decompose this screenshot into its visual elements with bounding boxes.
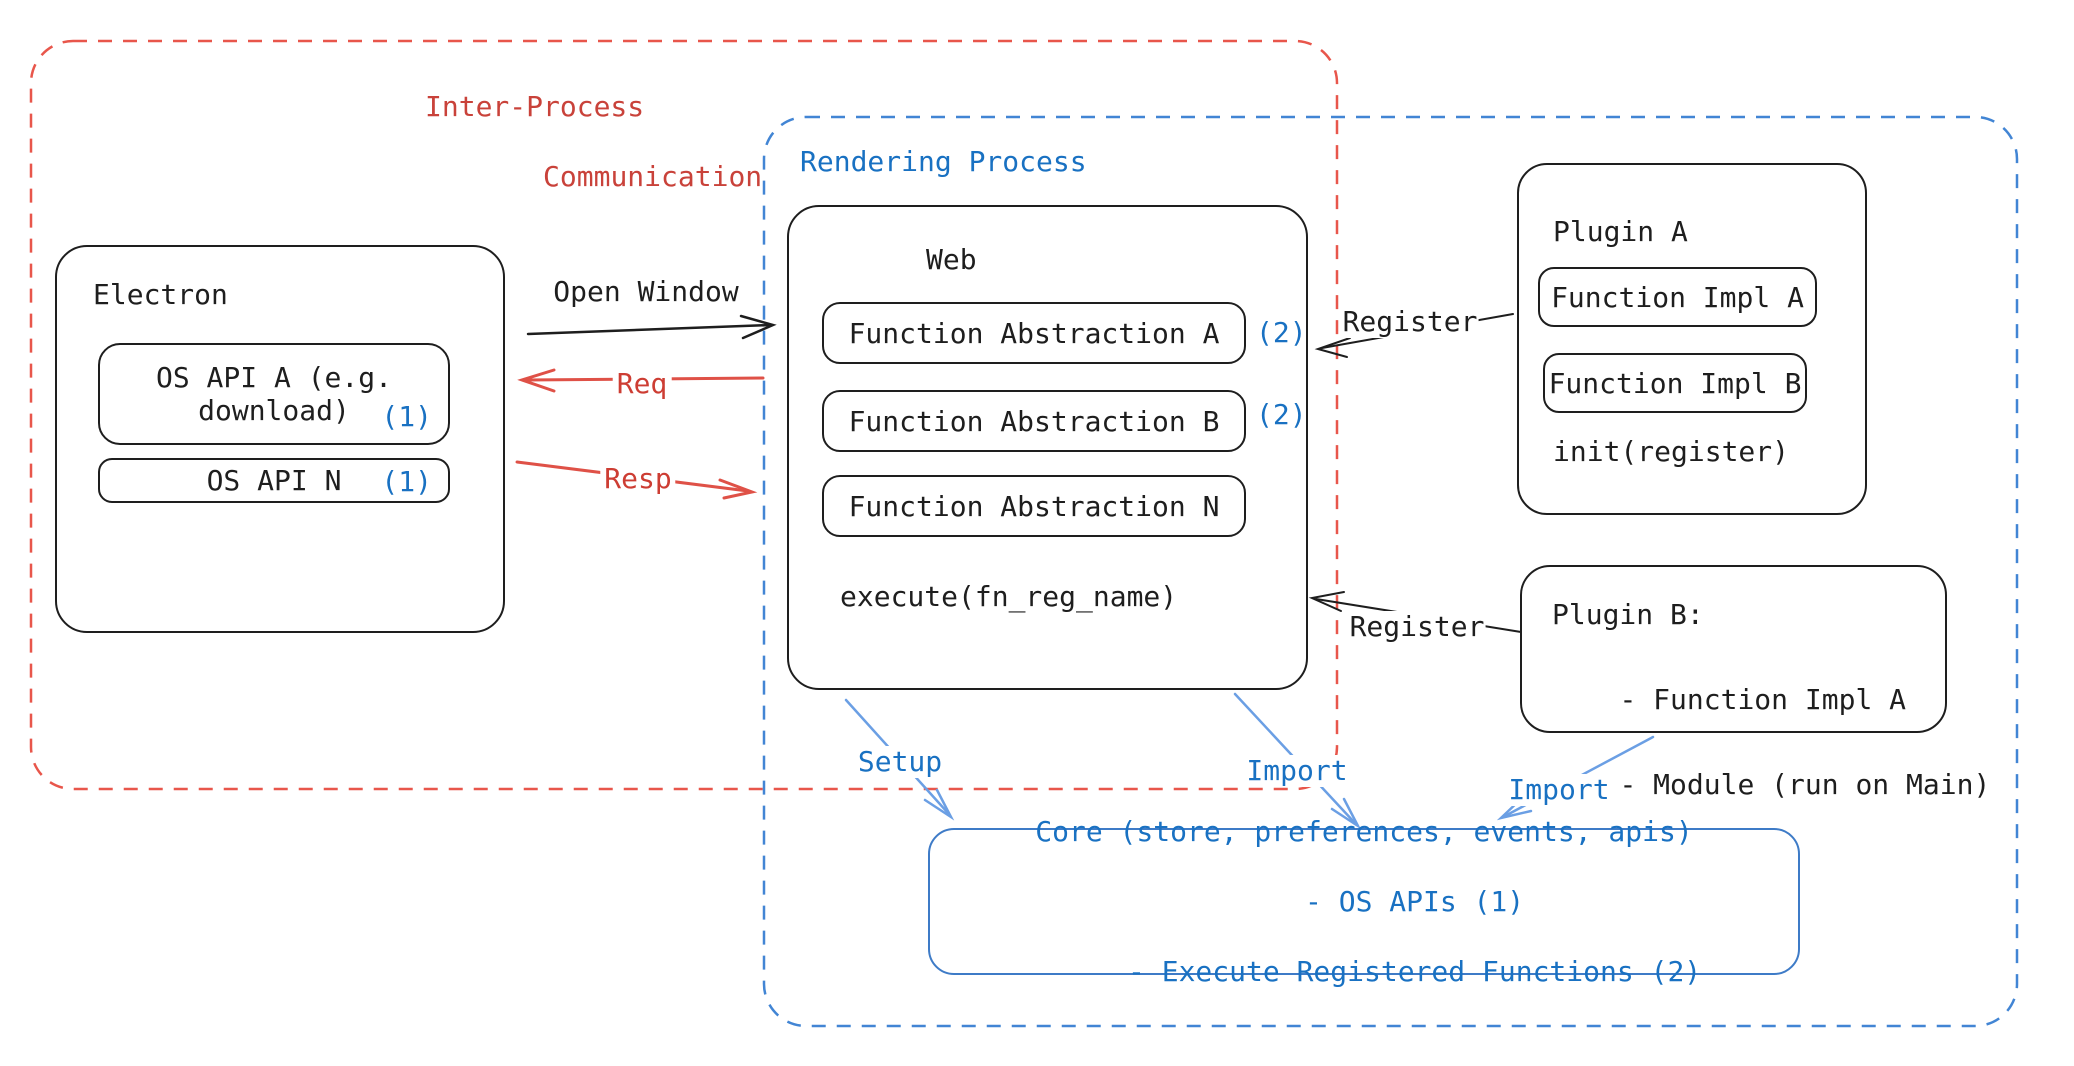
function-abstraction-b-label: Function Abstraction B — [848, 404, 1220, 438]
ipc-label-line1: Inter-Process — [425, 90, 645, 123]
import-right-label: Import — [1504, 774, 1614, 806]
function-abstraction-a-label: Function Abstraction A — [848, 316, 1220, 350]
os-api-n-badge: (1) — [381, 465, 432, 498]
init-register-label: init(register) — [1553, 435, 1790, 468]
plugin-a-box — [1517, 163, 1867, 515]
setup-label: Setup — [853, 746, 947, 778]
plugin-b-item-1: - Function Impl A — [1619, 683, 1907, 716]
ipc-label-line2: Communication — [543, 160, 763, 193]
function-abstraction-a-badge: (2) — [1256, 316, 1307, 349]
register-top-label: Register — [1341, 305, 1479, 338]
open-window-label: Open Window — [549, 276, 743, 308]
web-title: Web — [926, 243, 977, 276]
function-abstraction-b-badge: (2) — [1256, 398, 1307, 431]
rendering-region-label: Rendering Process — [800, 145, 1087, 178]
execute-label: execute(fn_reg_name) — [840, 580, 1178, 613]
function-impl-b-box: Function Impl B — [1543, 353, 1807, 413]
function-abstraction-n-box: Function Abstraction N — [822, 475, 1246, 537]
electron-title: Electron — [93, 278, 228, 311]
os-api-a-badge: (1) — [381, 400, 432, 433]
open-window-arrow — [526, 314, 777, 340]
function-abstraction-n-label: Function Abstraction N — [848, 489, 1220, 523]
core-line-3: - Execute Registered Functions (2) — [1128, 955, 1702, 988]
core-box: Core (store, preferences, events, apis) … — [928, 815, 1800, 988]
function-abstraction-a-box: Function Abstraction A — [822, 302, 1246, 364]
plugin-b-text: Plugin B: - Function Impl A - Module (ru… — [1552, 594, 1990, 807]
function-impl-b-label: Function Impl B — [1548, 366, 1802, 400]
plugin-b-title: Plugin B: — [1552, 598, 1704, 631]
function-abstraction-b-box: Function Abstraction B — [822, 390, 1246, 452]
import-mid-label: Import — [1242, 755, 1352, 787]
resp-label: Resp — [600, 463, 676, 495]
os-api-n-label: OS API N — [206, 464, 342, 497]
os-api-n-box: OS API N (1) — [98, 458, 450, 503]
plugin-b-box — [1520, 565, 1947, 733]
plugin-b-item-2: - Module (run on Main) — [1619, 768, 1991, 801]
os-api-a-box: OS API A (e.g.download) (1) — [98, 343, 450, 445]
ipc-dashed-frame — [29, 39, 1339, 791]
os-api-a-label: OS API A (e.g.download) — [155, 361, 392, 427]
function-impl-a-box: Function Impl A — [1538, 267, 1817, 327]
rendering-dashed-frame — [762, 115, 2019, 1028]
req-label: Req — [612, 368, 672, 400]
register-bottom-label: Register — [1348, 610, 1486, 643]
core-text: Core (store, preferences, events, apis) … — [1027, 814, 1701, 989]
core-line-1: Core (store, preferences, events, apis) — [1035, 815, 1693, 848]
core-line-2: - OS APIs (1) — [1305, 885, 1525, 918]
plugin-a-title: Plugin A — [1553, 215, 1688, 248]
function-impl-a-label: Function Impl A — [1551, 280, 1804, 314]
ipc-region-label: Inter-Process Communication — [425, 89, 762, 194]
